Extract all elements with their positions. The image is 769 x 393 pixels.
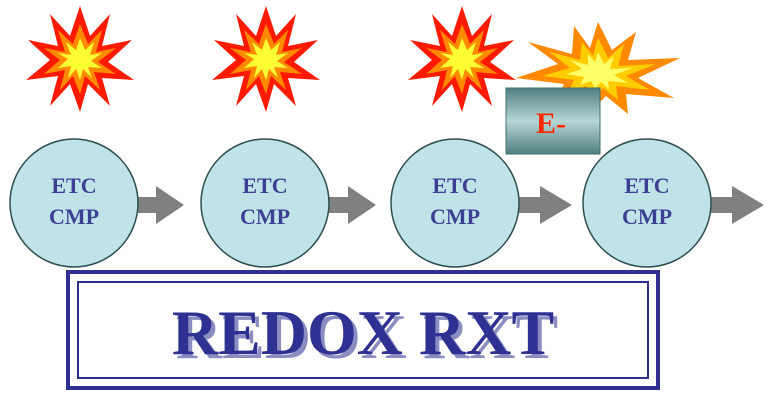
etc-component-4: ETC CMP (582, 138, 712, 268)
electron-label: E- (536, 107, 566, 140)
explosion-burst-wide-icon (516, 22, 680, 114)
component-label-line2: CMP (240, 204, 290, 229)
etc-component-1: ETC CMP (9, 138, 139, 268)
component-label-line1: ETC (432, 173, 477, 198)
component-label-line1: ETC (51, 173, 96, 198)
arrow-right-icon (328, 186, 376, 224)
etc-component-2: ETC CMP (200, 138, 330, 268)
page-title: REDOX RXT (176, 301, 558, 372)
arrow-right-icon (136, 186, 184, 224)
component-label-line2: CMP (49, 204, 99, 229)
arrow-right-icon (710, 186, 764, 224)
component-label-line2: CMP (622, 204, 672, 229)
component-label-line1: ETC (624, 173, 669, 198)
component-label-line2: CMP (430, 204, 480, 229)
arrow-right-icon (518, 186, 572, 224)
explosion-burst-icon (408, 6, 516, 112)
explosion-burst-icon (26, 6, 134, 112)
etc-component-3: ETC CMP (390, 138, 520, 268)
title-box: REDOX RXT REDOX RXT (66, 270, 660, 390)
explosion-burst-icon (212, 6, 320, 112)
component-label-line1: ETC (242, 173, 287, 198)
page-title: REDOX RXT (172, 297, 554, 368)
electron-box: E- (505, 87, 601, 155)
